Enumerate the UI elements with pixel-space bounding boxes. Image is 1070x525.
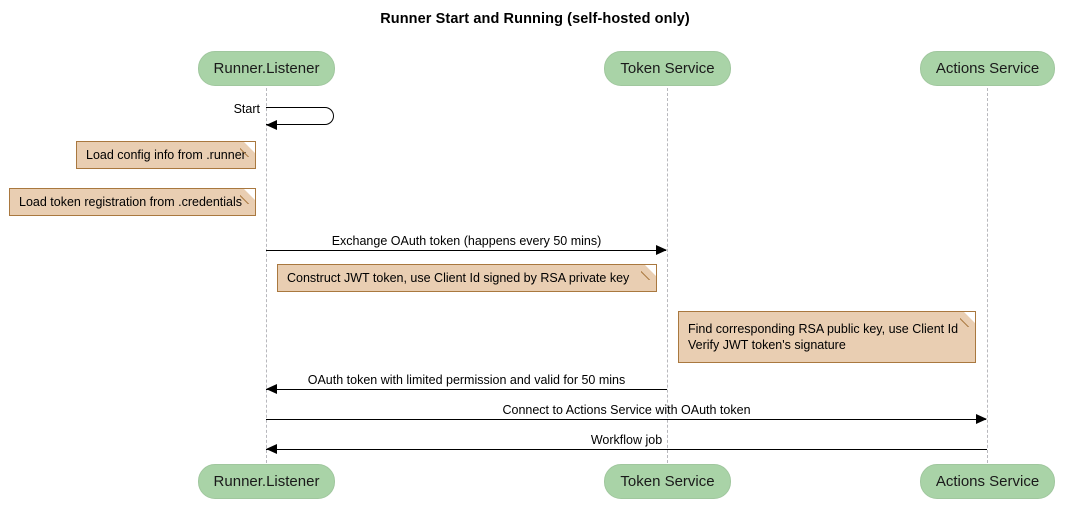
participant-label: Runner.Listener: [213, 473, 320, 490]
lifeline-runner-listener: [266, 88, 267, 463]
participant-actions-service-top[interactable]: Actions Service: [920, 51, 1055, 86]
participant-label: Actions Service: [935, 60, 1040, 77]
message-arrowhead-connect-actions: [976, 414, 987, 424]
self-message-label-start: Start: [233, 102, 260, 116]
participant-label: Token Service: [620, 473, 715, 490]
note-text: Load token registration from .credential…: [19, 195, 243, 209]
self-message-arrowhead-start: [266, 120, 277, 130]
message-label-oauth-response: OAuth token with limited permission and …: [307, 373, 626, 387]
message-line-connect-actions: [266, 419, 986, 420]
note-text: Find corresponding RSA public key, use C…: [688, 322, 959, 352]
note-text: Load config info from .runner: [86, 148, 246, 162]
message-arrowhead-oauth-response: [266, 384, 277, 394]
participant-runner-listener-bottom[interactable]: Runner.Listener: [198, 464, 335, 499]
message-label-workflow-job: Workflow job: [590, 433, 663, 447]
note-text: Construct JWT token, use Client Id signe…: [287, 271, 630, 285]
note-load-token-registration: Load token registration from .credential…: [9, 188, 256, 216]
page-title: Runner Start and Running (self-hosted on…: [380, 11, 690, 27]
message-line-oauth-response: [266, 389, 667, 390]
note-construct-jwt: Construct JWT token, use Client Id signe…: [277, 264, 657, 292]
message-arrowhead-workflow-job: [266, 444, 277, 454]
lifeline-token-service: [667, 88, 668, 463]
message-line-exchange-oauth: [266, 250, 666, 251]
message-label-connect-actions: Connect to Actions Service with OAuth to…: [502, 403, 751, 417]
message-label-exchange-oauth: Exchange OAuth token (happens every 50 m…: [331, 234, 602, 248]
participant-actions-service-bottom[interactable]: Actions Service: [920, 464, 1055, 499]
message-line-workflow-job: [266, 449, 987, 450]
note-fold-edge-icon: [960, 312, 975, 327]
participant-runner-listener-top[interactable]: Runner.Listener: [198, 51, 335, 86]
message-arrowhead-exchange-oauth: [656, 245, 667, 255]
note-fold-edge-icon: [240, 142, 255, 157]
lifeline-actions-service: [987, 88, 988, 463]
participant-label: Actions Service: [935, 473, 1040, 490]
participant-token-service-bottom[interactable]: Token Service: [604, 464, 731, 499]
self-message-loop-start: [266, 107, 334, 125]
note-fold-edge-icon: [641, 265, 656, 280]
participant-label: Token Service: [620, 60, 715, 77]
note-load-config: Load config info from .runner: [76, 141, 256, 169]
participant-label: Runner.Listener: [213, 60, 320, 77]
note-verify-jwt: Find corresponding RSA public key, use C…: [678, 311, 976, 363]
participant-token-service-top[interactable]: Token Service: [604, 51, 731, 86]
note-fold-edge-icon: [240, 189, 255, 204]
